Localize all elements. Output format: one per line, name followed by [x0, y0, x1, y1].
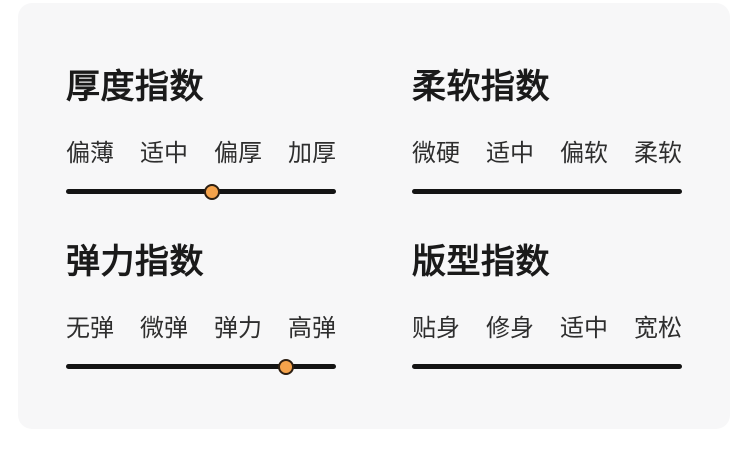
option-label: 偏厚: [214, 140, 262, 167]
option-label: 高弹: [288, 315, 336, 342]
slider-track: [412, 364, 682, 369]
panel-title: 柔软指数: [412, 68, 550, 106]
slider-track: [66, 183, 336, 200]
option-label: 弹力: [214, 315, 262, 342]
option-label: 偏软: [560, 140, 608, 167]
option-label: 适中: [560, 315, 608, 342]
panel-title: 厚度指数: [66, 68, 204, 106]
option-labels: 微硬 适中 偏软 柔软: [412, 141, 682, 167]
attribute-card: 厚度指数 偏薄 适中 偏厚 加厚 柔软指数 微硬 适中 偏软 柔软: [18, 3, 730, 429]
slider-track: [66, 358, 336, 375]
option-label: 柔软: [634, 140, 682, 167]
option-label: 修身: [486, 315, 534, 342]
option-label: 微硬: [412, 140, 460, 167]
option-labels: 无弹 微弹 弹力 高弹: [66, 316, 336, 342]
option-labels: 偏薄 适中 偏厚 加厚: [66, 141, 336, 167]
attribute-grid: 厚度指数 偏薄 适中 偏厚 加厚 柔软指数 微硬 适中 偏软 柔软: [66, 67, 682, 375]
option-label: 宽松: [634, 315, 682, 342]
slider-dot: [204, 183, 220, 200]
index-panel-softness: 柔软指数 微硬 适中 偏软 柔软: [412, 67, 682, 194]
index-panel-fit: 版型指数 贴身 修身 适中 宽松: [412, 242, 682, 369]
slider-track: [412, 189, 682, 194]
option-label: 适中: [486, 140, 534, 167]
panel-title: 版型指数: [412, 243, 550, 281]
option-label: 无弹: [66, 315, 114, 342]
slider-dot: [278, 358, 294, 375]
option-labels: 贴身 修身 适中 宽松: [412, 316, 682, 342]
index-panel-thickness: 厚度指数 偏薄 适中 偏厚 加厚: [66, 67, 336, 200]
option-label: 偏薄: [66, 140, 114, 167]
index-panel-elasticity: 弹力指数 无弹 微弹 弹力 高弹: [66, 242, 336, 375]
option-label: 加厚: [288, 140, 336, 167]
option-label: 贴身: [412, 315, 460, 342]
option-label: 微弹: [140, 315, 188, 342]
option-label: 适中: [140, 140, 188, 167]
panel-title: 弹力指数: [66, 243, 204, 281]
